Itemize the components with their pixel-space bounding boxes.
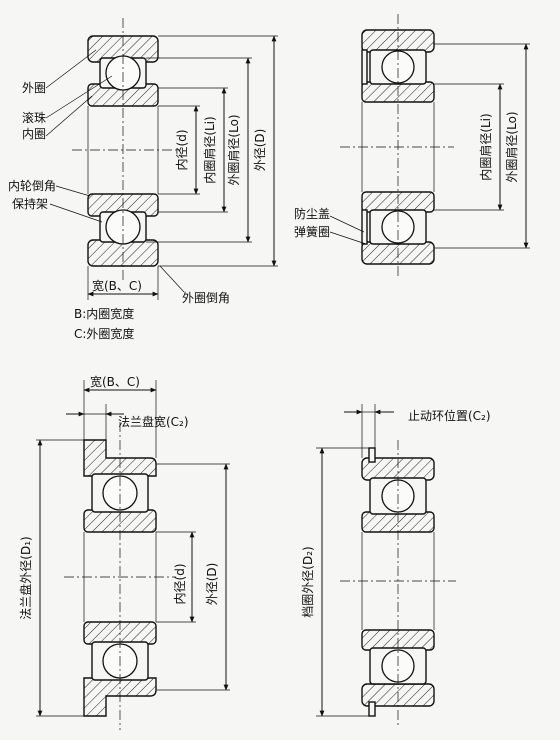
label-outer-d-1: 外径(D) — [253, 129, 267, 172]
snap-ring-top — [368, 447, 376, 463]
figure-snap-ring-bearing: 止动环位置(C₂) 档圈外径(D₂) — [301, 404, 491, 728]
label-outer-ring: 外圈 — [22, 81, 46, 95]
label-inner-shoulder-2: 内圈肩径(Li) — [478, 113, 493, 180]
label-ball: 滚珠 — [22, 110, 46, 125]
label-outer-chamfer: 外圈倒角 — [182, 291, 230, 305]
label-shield: 防尘盖 — [294, 206, 330, 221]
label-cage: 保持架 — [12, 196, 48, 211]
shield-top — [361, 49, 368, 85]
label-width-1: 宽(B、C) — [92, 278, 142, 293]
label-inner-shoulder-1: 内圈肩径(Li) — [202, 116, 217, 183]
label-bore-d-3: 内径(d) — [173, 564, 187, 605]
snap-ring-bottom — [368, 701, 376, 717]
label-snap-od: 档圈外径(D₂) — [301, 546, 315, 617]
label-outer-d-3: 外径(D) — [205, 563, 219, 606]
label-inner-ring: 内圈 — [22, 127, 46, 141]
label-bore-d-1: 内径(d) — [175, 130, 189, 171]
note-c: C:外圈宽度 — [74, 326, 134, 341]
label-snap-position: 止动环位置(C₂) — [408, 408, 491, 423]
label-flange-width: 法兰盘宽(C₂) — [118, 414, 189, 429]
label-outer-shoulder-2: 外圈肩径(Lo) — [504, 111, 519, 182]
label-outer-shoulder-1: 外圈肩径(Lo) — [226, 114, 241, 185]
label-snap-spring: 弹簧圈 — [294, 224, 330, 239]
figure-shielded-bearing: 内圈肩径(Li) 外圈肩径(Lo) 防尘盖 弹簧圈 — [294, 14, 530, 278]
figure-flanged-bearing: 宽(B、C) 法兰盘宽(C₂) 法兰盘外径(D₁) 内径(d) 外径(D) — [18, 374, 230, 730]
label-flange-od: 法兰盘外径(D₁) — [18, 536, 33, 619]
label-width-3: 宽(B、C) — [90, 374, 140, 389]
shield-bottom — [361, 209, 368, 245]
label-inner-chamfer: 内轮倒角 — [8, 179, 56, 193]
note-b: B:内圈宽度 — [74, 306, 134, 321]
figure-basic-bearing: 内径(d) 内圈肩径(Li) 外圈肩径(Lo) 外径(D) 宽(B、C) 外圈 … — [8, 18, 278, 341]
